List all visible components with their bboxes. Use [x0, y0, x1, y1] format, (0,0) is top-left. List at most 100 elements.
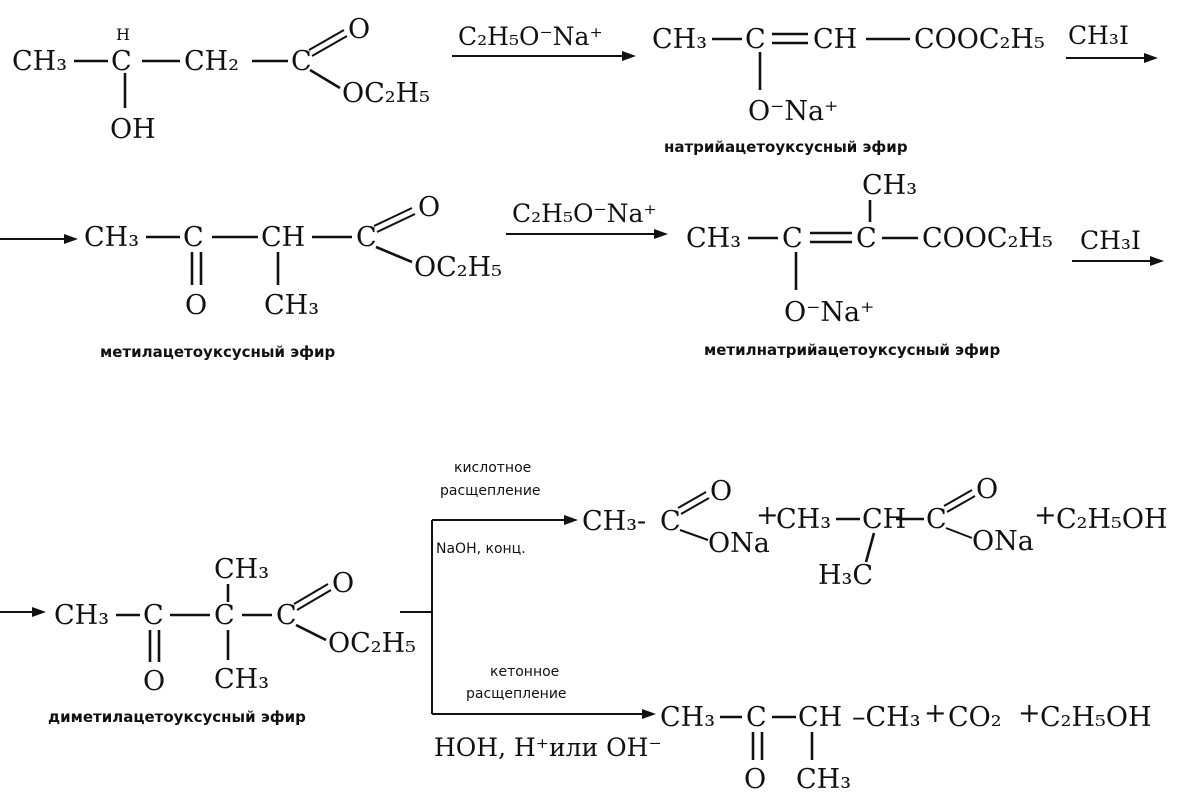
carbon: C: [856, 223, 877, 254]
ketone-cleavage-products: CH₃ C O CH CH₃ –CH₃ + CO₂ + C₂H₅OH: [660, 698, 1152, 795]
compound-label: натрийацетоуксусный эфир: [664, 138, 908, 156]
methyl-sodium-enolate: CH₃ CH₃ C C COOC₂H₅ O⁻Na⁺ метилнатрийаце…: [686, 170, 1053, 359]
acetate-ch3: CH₃-: [582, 506, 646, 537]
ester-oxygen: O: [418, 192, 440, 223]
cleavage-label: кислотное: [454, 460, 531, 476]
ch-group: CH: [261, 222, 305, 253]
double-bond: [293, 583, 329, 605]
double-bond: [943, 489, 973, 507]
bond: [295, 623, 327, 642]
reaction-arrow-2: CH₃I: [1066, 21, 1158, 63]
plus-sign: +: [756, 500, 779, 531]
double-bond: [373, 207, 413, 227]
hydrogen: H: [116, 25, 130, 44]
reagent-base: C₂H₅O⁻Na⁺: [512, 199, 657, 228]
ch3-group: CH₃: [84, 222, 139, 253]
ketone-oxygen: O: [185, 290, 207, 321]
reaction-conditions: HOH, H⁺или OH⁻: [434, 733, 662, 762]
carbonyl-carbon: C: [183, 222, 204, 253]
dimethyl-acetoacetic-ester: CH₃ C O C CH₃ CH₃ C O OC₂H₅ диметилацето…: [48, 554, 416, 726]
acetate-carbon: C: [660, 506, 681, 537]
reaction-conditions: NaOH, конц.: [436, 541, 526, 557]
cleavage-label: кетонное: [490, 664, 559, 680]
isobutyrate-carbon: C: [926, 504, 947, 535]
double-bond: [946, 495, 976, 513]
ethoxy-group: OC₂H₅: [342, 78, 430, 109]
plus-sign: +: [924, 698, 947, 729]
double-bond: [308, 29, 345, 51]
double-bond: [296, 589, 332, 611]
isobutyrate-methyl: H₃C: [818, 560, 873, 591]
bond: [375, 245, 413, 264]
reagent-alkylator: CH₃I: [1080, 226, 1141, 255]
carbonyl-carbon: C: [291, 46, 312, 77]
double-bond: [311, 35, 348, 57]
quaternary-carbon: C: [214, 600, 235, 631]
ketone-cleavage-arrow: кетонное расщепление HOH, H⁺или OH⁻: [432, 664, 662, 762]
carbonyl-oxygen: O: [348, 14, 370, 45]
carbon: C: [782, 223, 803, 254]
reaction-arrow-4: CH₃I: [1072, 226, 1164, 266]
compound-label: метилацетоуксусный эфир: [100, 343, 336, 361]
acetate-oxygen: O: [710, 476, 732, 507]
ethoxy-group: OC₂H₅: [414, 252, 502, 283]
ch2-group: CH₂: [184, 46, 239, 77]
arrowhead: [64, 234, 78, 244]
acid-cleavage-products: CH₃- C O ONa + CH₃ CH H₃C C O ONa + C₂H₅…: [582, 474, 1168, 591]
reaction-arrow-1: C₂H₅O⁻Na⁺: [452, 22, 636, 61]
ch3-group: CH₃: [652, 24, 707, 55]
ester-group: COOC₂H₅: [922, 223, 1053, 254]
arrowhead: [654, 229, 668, 239]
arrowhead: [564, 515, 578, 525]
branch-connector: [400, 520, 433, 714]
acid-cleavage-arrow: кислотное расщепление NaOH, конц.: [432, 460, 578, 557]
acetate-ona: ONa: [708, 528, 770, 559]
ester-oxygen: O: [332, 568, 354, 599]
reagent-alkylator: CH₃I: [1068, 21, 1129, 50]
reagent-base: C₂H₅O⁻Na⁺: [458, 22, 603, 51]
bond: [945, 527, 973, 539]
ketone-ch3: CH₃: [660, 702, 715, 733]
continuation-arrow-2: [0, 234, 78, 244]
ketone-oxygen: O: [744, 764, 766, 795]
starting-hydroxy-ester: CH₃ C H OH CH₂ C O OC₂H₅: [12, 14, 430, 145]
sodium-enolate: CH₃ C CH COOC₂H₅ O⁻Na⁺ натрийацетоуксусн…: [652, 24, 1045, 156]
double-bond: [680, 497, 710, 515]
compound-label: метилнатрийацетоуксусный эфир: [704, 341, 1000, 359]
methyl-substituent: CH₃: [264, 290, 319, 321]
carbon: C: [111, 46, 132, 77]
ethanol: C₂H₅OH: [1040, 702, 1152, 733]
bond: [864, 532, 876, 563]
bond: [679, 529, 709, 541]
carbonyl-carbon: C: [143, 600, 164, 631]
arrowhead: [642, 709, 656, 719]
ester-carbon: C: [356, 222, 377, 253]
arrowhead: [1144, 53, 1158, 63]
cleavage-label: расщепление: [466, 686, 567, 702]
plus-sign: +: [1034, 500, 1057, 531]
cleavage-label: расщепление: [440, 483, 541, 499]
bond: [309, 68, 341, 90]
isobutyrate-ch3: CH₃: [776, 504, 831, 535]
plus-sign: +: [1018, 698, 1041, 729]
double-bond: [376, 213, 416, 233]
isobutyrate-ona: ONa: [972, 526, 1034, 557]
carbon-dioxide: CO₂: [948, 702, 1002, 733]
hydroxyl-group: OH: [110, 114, 156, 145]
ester-carbon: C: [276, 600, 297, 631]
ethoxy-group: OC₂H₅: [328, 628, 416, 659]
ch3-group: CH₃: [54, 600, 109, 631]
carbon: C: [745, 24, 766, 55]
ethanol: C₂H₅OH: [1056, 504, 1168, 535]
ketone-tail-ch3: –CH₃: [852, 702, 921, 733]
ch3-group: CH₃: [686, 223, 741, 254]
arrowhead: [1150, 256, 1164, 266]
compound-label: диметилацетоуксусный эфир: [48, 708, 306, 726]
arrowhead: [622, 51, 636, 61]
ketone-oxygen: O: [143, 666, 165, 697]
ketone-ch: CH: [798, 702, 842, 733]
ch3-group: CH₃: [12, 46, 67, 77]
continuation-arrow-3: [0, 607, 46, 617]
methyl-acetoacetic-ester: CH₃ C O CH CH₃ C O OC₂H₅ метилацетоуксус…: [84, 192, 502, 361]
